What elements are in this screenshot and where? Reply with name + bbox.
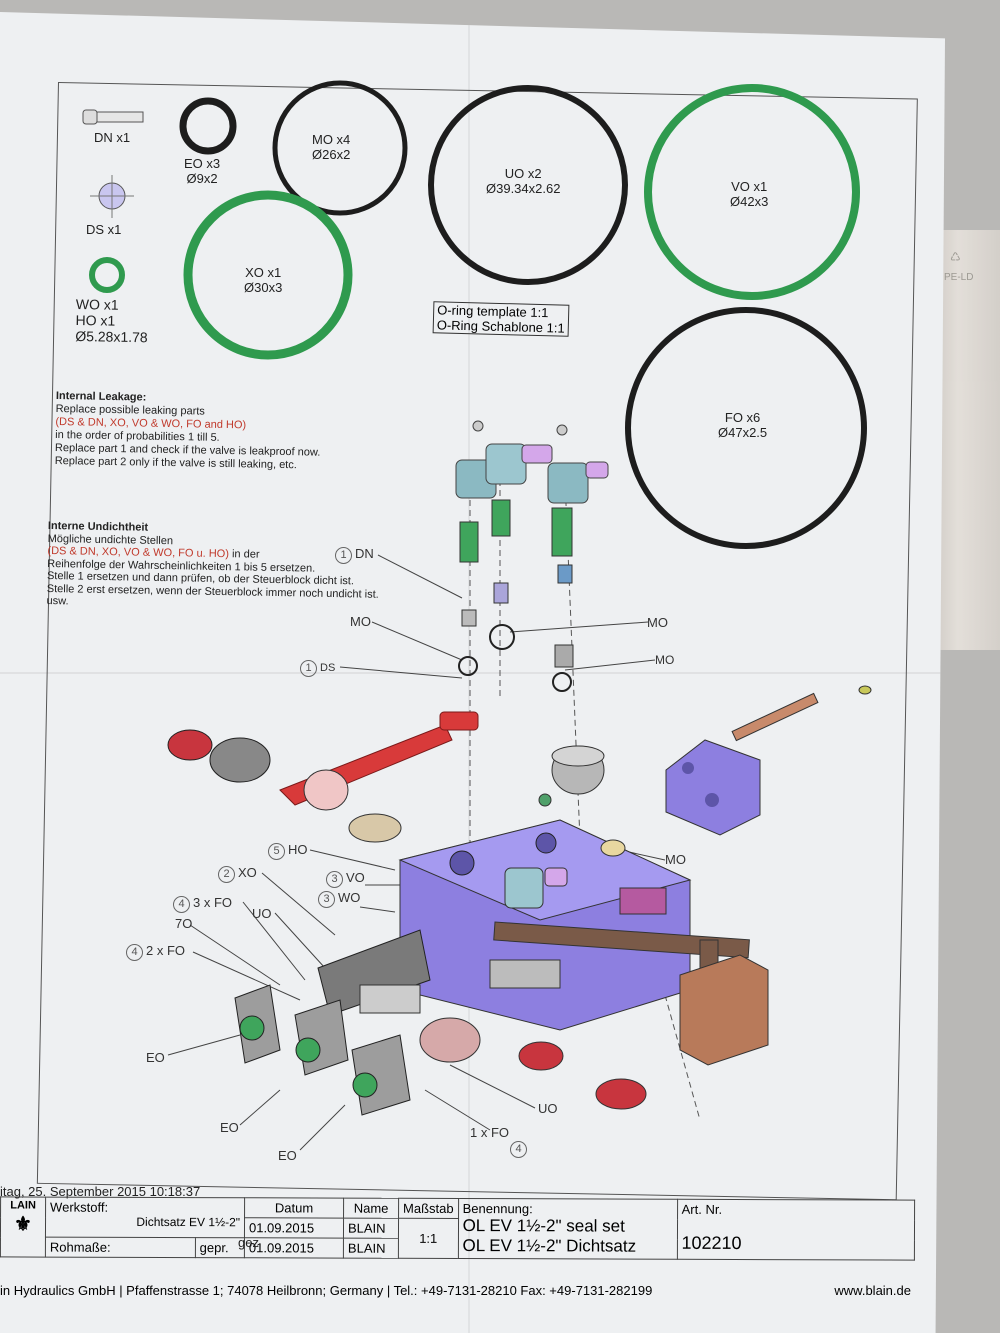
recycle-icon: ♺ <box>950 250 961 264</box>
callout-mo-2: MO <box>647 615 668 630</box>
cartridges <box>234 929 561 1116</box>
wo-ring <box>89 257 125 293</box>
leakage-de-line: in der <box>231 548 260 561</box>
footer-company: in Hydraulics GmbH | Pfaffenstrasse 1; 7… <box>0 1283 653 1298</box>
werkstoff-cell: Werkstoff: Dichtsatz EV 1½-2" <box>45 1197 245 1238</box>
recycle-code: PE-LD <box>944 272 974 283</box>
leakage-de: Interne Undichtheit Mögliche undichte St… <box>46 520 379 613</box>
red-cap-1 <box>518 1041 564 1071</box>
artnr-cell: Art. Nr. 102210 <box>676 1199 915 1261</box>
disc-ds-icon <box>90 175 134 218</box>
callout-uo-1: UO <box>252 906 272 921</box>
fitting-mo <box>600 839 626 857</box>
header-massstab: Maßstab <box>398 1198 459 1219</box>
callout-mo-3: MO <box>655 653 675 667</box>
xo-ring <box>183 190 353 360</box>
drawing-sheet <box>0 12 945 1333</box>
name-gepr: BLAIN <box>343 1238 399 1259</box>
callout-eo-2: EO <box>220 1120 239 1135</box>
header-name: Name <box>343 1198 399 1219</box>
rohmasse-cell: Rohmaße: <box>45 1237 196 1258</box>
callout-eo-3: EO <box>278 1148 297 1163</box>
eo-ring <box>179 97 237 155</box>
header-datum: Datum <box>244 1197 344 1219</box>
valve-body <box>398 819 692 1031</box>
fo-ring <box>625 307 867 549</box>
label-gez: gez <box>238 1235 259 1250</box>
callout-uo-2: UO <box>538 1101 558 1116</box>
callout-eo-1: EO <box>146 1050 165 1065</box>
label-dn: DN x1 <box>94 130 131 145</box>
brown-pipe <box>493 921 769 1066</box>
benennung-cell: Benennung: OL EV 1½-2" seal set OL EV 1½… <box>457 1198 678 1260</box>
footer: in Hydraulics GmbH | Pfaffenstrasse 1; 7… <box>0 1283 915 1298</box>
oring-template-note: O-ring template 1:1 O-Ring Schablone 1:1 <box>432 301 570 337</box>
fitting-left <box>538 793 552 807</box>
title-block: LAIN⚜ Werkstoff: Dichtsatz EV 1½-2" Datu… <box>0 1196 915 1261</box>
name-gez: BLAIN <box>343 1218 399 1239</box>
red-lever <box>167 711 479 843</box>
mo-ring <box>272 80 408 216</box>
callout-mo-1: MO <box>350 614 371 629</box>
logo-icon: ⚜ <box>14 1213 33 1236</box>
screw-dn-icon <box>82 109 144 125</box>
side-block <box>665 685 872 836</box>
scale-value: 1:1 <box>398 1218 459 1259</box>
fold-line-vertical <box>468 12 470 1333</box>
company-logo: LAIN⚜ <box>0 1196 46 1258</box>
uo-ring <box>428 85 628 285</box>
leakage-en: Internal Leakage: Replace possible leaki… <box>55 390 322 473</box>
callout-mo-4: MO <box>665 852 686 867</box>
valve-stack-parts <box>455 420 609 692</box>
footer-web: www.blain.de <box>834 1283 911 1298</box>
red-cap-2 <box>595 1078 647 1110</box>
label-ds: DS x1 <box>86 222 122 237</box>
date-gez: 01.09.2015 <box>244 1217 344 1239</box>
gauge-part <box>551 745 605 795</box>
date-gepr: 01.09.2015 <box>244 1237 344 1259</box>
callout-7o: 7O <box>175 916 193 931</box>
vo-ring <box>644 84 860 300</box>
plot-timestamp: itag, 25. September 2015 10:18:37 <box>0 1184 201 1199</box>
